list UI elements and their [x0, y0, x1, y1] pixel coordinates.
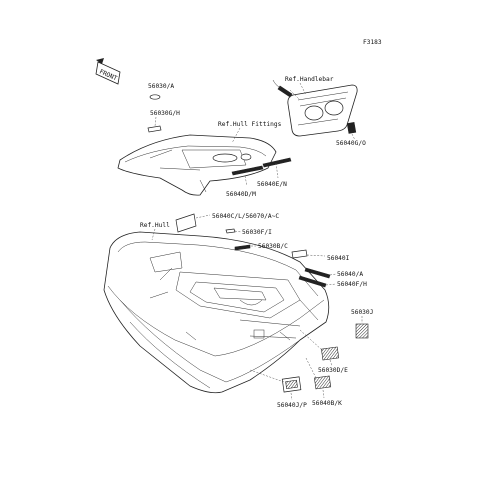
decal-56040C-L-56070	[175, 213, 197, 233]
part-label-56040G-O: 56040G/O	[336, 140, 366, 147]
part-label-56030F-I: 56030F/I	[242, 229, 272, 236]
decal-56040I	[291, 249, 308, 259]
seat-assembly	[117, 134, 277, 196]
decal-56040-A	[304, 267, 331, 279]
part-label-56040E-N: 56040E/N	[257, 181, 287, 188]
ref-hull: Ref.Hull	[140, 222, 170, 229]
decal-56040F-H	[298, 275, 327, 288]
decal-56030J	[355, 323, 369, 339]
decal-56030D-E	[321, 346, 340, 361]
part-label-56030-A: 56030/A	[148, 83, 174, 90]
part-label-56040C-L-56070: 56040C/L/56070/A~C	[212, 213, 279, 220]
decal-56040J-P	[281, 376, 302, 393]
part-label-56040I: 56040I	[327, 255, 350, 262]
ref-hull-fittings: Ref.Hull Fittings	[218, 121, 282, 128]
part-label-56040-A: 56040/A	[337, 271, 363, 278]
decal-56040D-M	[231, 165, 264, 176]
part-label-56030D-E: 56030D/E	[318, 367, 348, 374]
part-label-56030J: 56030J	[351, 309, 373, 316]
part-label-56040D-M: 56040D/M	[226, 191, 256, 198]
part-56030B-C	[234, 244, 251, 251]
decal-56040B-K	[314, 375, 332, 390]
part-label-56040F-H: 56040F/H	[337, 281, 367, 288]
decal-56040G-O	[346, 122, 357, 134]
part-56030-A	[149, 94, 161, 100]
part-label-56030B-C: 56030B/C	[258, 243, 288, 250]
ref-handlebar: Ref.Handlebar	[285, 76, 334, 83]
decal-56040E-N	[262, 157, 292, 168]
part-label-56030G-H: 56030G/H	[150, 110, 180, 117]
handlebar-pad	[272, 79, 358, 137]
part-label-56040J-P: 56040J/P	[277, 402, 307, 409]
hull-body	[103, 231, 330, 394]
front-arrow-icon: FRONT	[95, 58, 121, 85]
part-label-56040B-K: 56040B/K	[312, 400, 342, 407]
part-56030G-H	[147, 125, 162, 133]
figure-code: F3183	[363, 39, 382, 46]
part-56030F-I	[225, 228, 236, 234]
